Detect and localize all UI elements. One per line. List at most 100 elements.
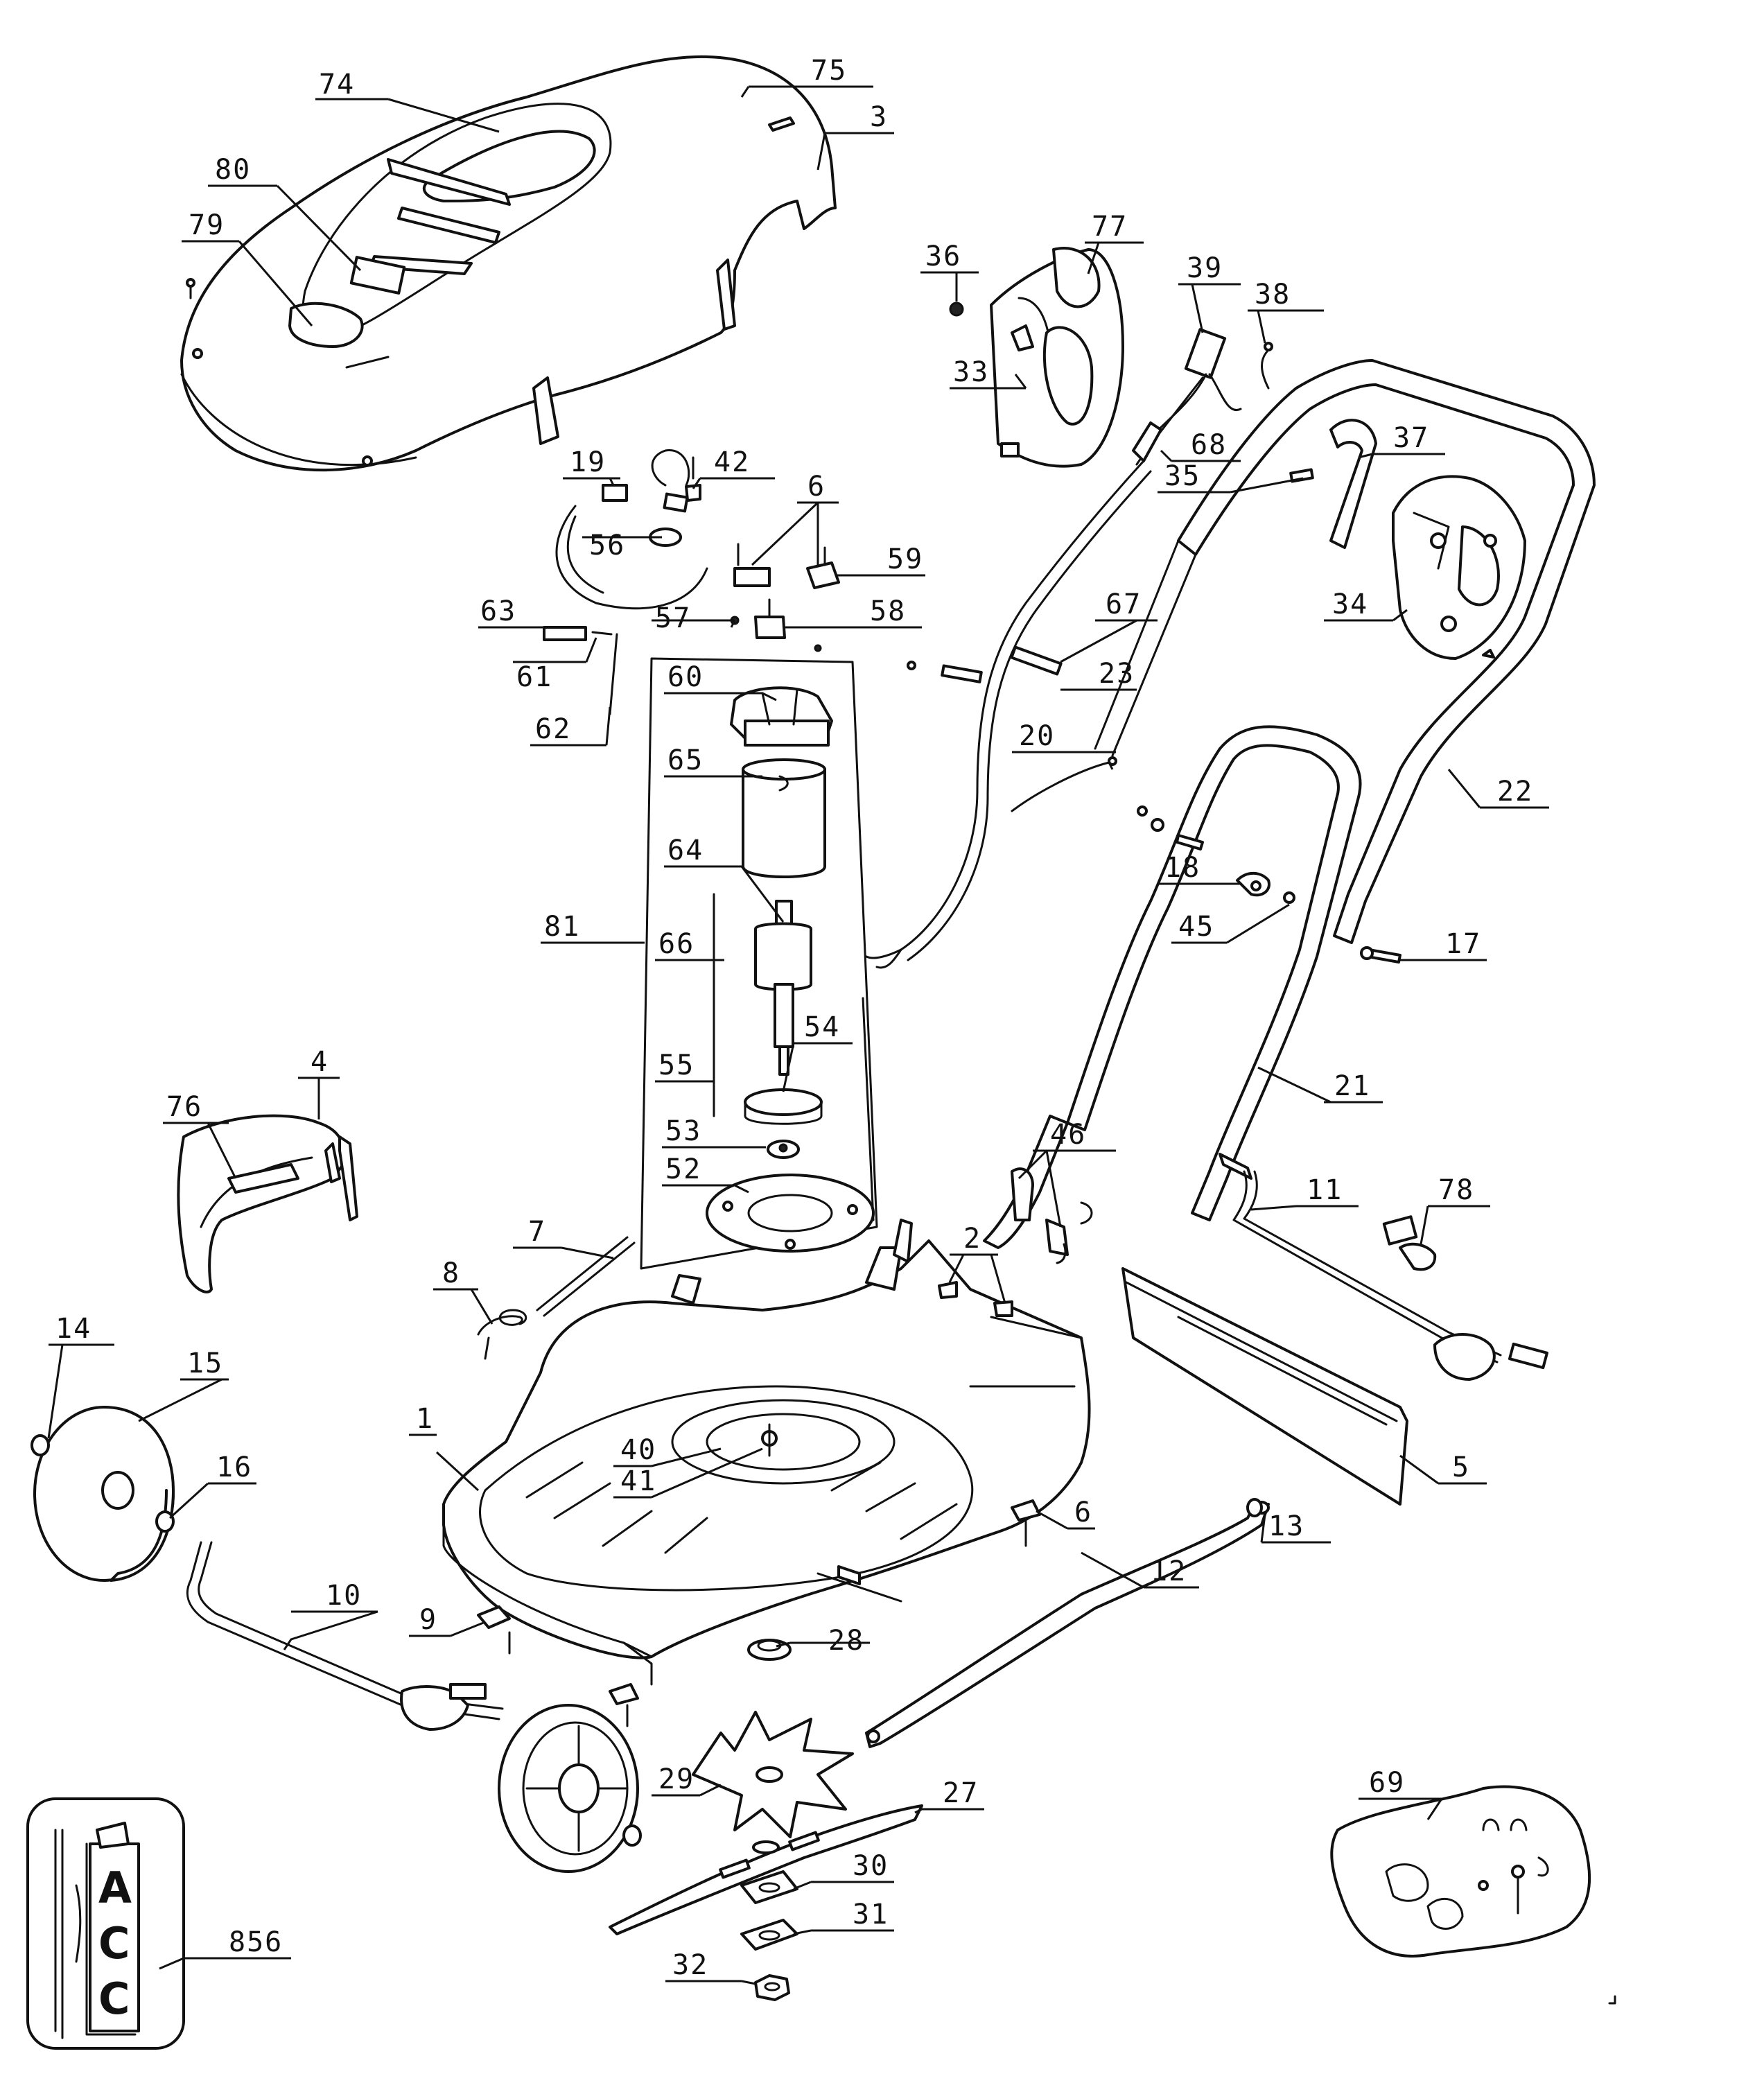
callout-45: 45 [1178,911,1214,943]
callout-19: 19 [570,446,606,478]
callout-labels: 74 75 3 80 79 36 77 39 38 33 68 37 35 34… [49,55,1549,1982]
callout-55: 55 [658,1049,695,1081]
callout-66: 66 [658,928,695,960]
part-rear-wheel [498,1704,642,1873]
callout-22: 22 [1497,776,1533,808]
callout-81: 81 [544,911,580,943]
acc-letter-a: A [98,1863,132,1913]
callout-79: 79 [189,209,225,241]
callout-77: 77 [1092,211,1128,243]
callout-57: 57 [655,602,691,634]
callout-68: 68 [1191,429,1227,461]
part-67-cable [865,460,1152,969]
callout-34: 34 [1332,589,1368,620]
callout-13: 13 [1268,1510,1304,1542]
part-18-45-17-knobs [1151,818,1401,964]
callout-36: 36 [925,241,961,272]
callout-3: 3 [870,101,888,133]
callout-856: 856 [229,1926,283,1958]
part-3-top-cover [180,55,837,472]
callout-31: 31 [853,1899,889,1930]
callout-63: 63 [480,595,516,627]
callout-60: 60 [667,661,704,693]
callout-74: 74 [319,69,355,101]
callout-64: 64 [667,835,704,866]
callout-76: 76 [166,1091,202,1123]
callout-52: 52 [665,1153,701,1185]
part-5-rear-panel [1121,1267,1408,1506]
callout-14: 14 [55,1313,91,1345]
callout-7: 7 [528,1216,546,1248]
callout-21: 21 [1334,1070,1370,1102]
callout-12: 12 [1151,1555,1187,1587]
callout-18: 18 [1164,852,1200,884]
part-22-upper-handle [1094,359,1596,944]
part-7-8-rod-spring [477,1236,636,1360]
callout-16: 16 [216,1452,252,1483]
callout-9: 9 [419,1604,437,1636]
part-9-6-deck-clips [477,1499,1041,1727]
callout-40: 40 [620,1434,656,1466]
callout-20: 20 [1019,720,1055,752]
callout-62: 62 [535,713,571,745]
part-856-acc-label: A C C [26,1797,185,2050]
callout-38: 38 [1255,279,1291,311]
corner-mark [1608,1995,1616,2005]
callout-35: 35 [1164,460,1200,492]
part-2-46-fasteners [938,1167,1093,1317]
part-81-motor-assembly [640,644,983,1270]
callout-8: 8 [442,1257,460,1289]
callout-78: 78 [1438,1174,1474,1206]
callout-27: 27 [943,1777,979,1809]
callout-53: 53 [665,1115,701,1147]
callout-5: 5 [1452,1452,1470,1483]
callout-42: 42 [714,446,750,478]
acc-letter-c2: C [98,1973,130,2024]
leader-lines [47,86,1481,1985]
callout-39: 39 [1187,252,1223,284]
callout-6-top: 6 [807,471,826,503]
callout-10: 10 [326,1580,362,1612]
callout-29: 29 [658,1763,695,1795]
part-1-mower-deck [442,1219,1091,1686]
callout-80: 80 [215,154,251,186]
callout-67: 67 [1106,589,1142,620]
part-10-front-axle [186,1541,504,1731]
callout-69: 69 [1369,1767,1405,1799]
callout-23: 23 [1099,658,1135,690]
callout-2: 2 [963,1223,981,1255]
callout-1: 1 [416,1403,434,1435]
callout-15: 15 [187,1348,223,1379]
callout-28: 28 [828,1625,864,1657]
callout-59: 59 [887,543,923,575]
part-63-61-62-small-parts [543,626,618,715]
part-11-78-rear-axle [1219,1153,1548,1381]
part-21-lower-handle [983,725,1362,1249]
part-39-switch-and-wiring [1132,328,1273,466]
part-28-blade-stack [609,1639,923,2001]
part-15-wheel-left [30,1406,175,1582]
callout-6-bottom: 6 [1074,1497,1092,1528]
part-69-hardware-bag [1330,1785,1591,1958]
part-4-76-rear-flap [177,1114,358,1293]
callout-32: 32 [672,1949,708,1981]
acc-letter-c1: C [98,1918,130,1969]
callout-17: 17 [1445,928,1481,960]
callout-46: 46 [1050,1119,1086,1151]
callout-4: 4 [311,1046,329,1078]
part-33-switch-box [949,247,1124,468]
part-6-59-58-brush-holders [730,543,840,639]
callout-56: 56 [589,530,625,561]
callout-37: 37 [1393,422,1429,454]
callout-58: 58 [870,595,906,627]
callout-75: 75 [811,55,847,87]
callout-65: 65 [667,744,704,776]
callout-54: 54 [804,1011,840,1043]
callout-11: 11 [1307,1174,1343,1206]
callout-41: 41 [620,1465,656,1497]
callout-61: 61 [516,661,552,693]
callout-30: 30 [853,1850,889,1882]
callout-33: 33 [953,356,989,388]
part-37-34-handle-bracket [1289,419,1526,660]
